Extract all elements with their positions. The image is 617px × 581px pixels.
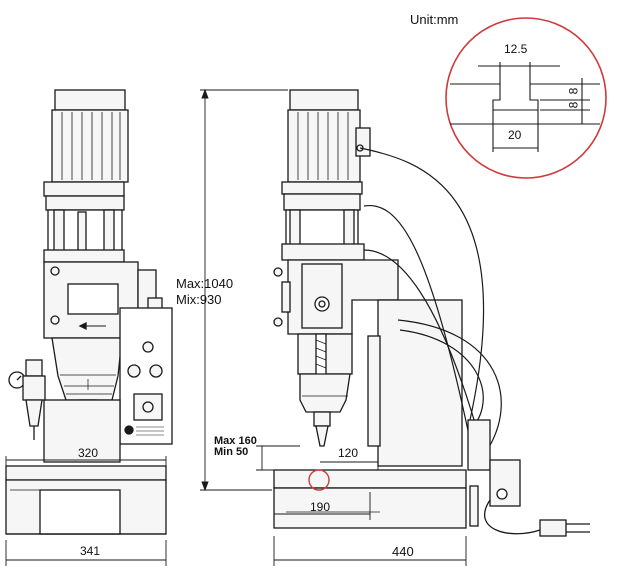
front-base-width: 341 — [80, 544, 101, 558]
side-head-plate — [301, 263, 343, 329]
front-motor-flange — [43, 181, 125, 197]
side-spindle-housing — [299, 373, 351, 413]
front-head-window — [67, 283, 119, 315]
side-max-travel: Max 160 — [214, 435, 257, 447]
front-column-width: 320 — [78, 446, 99, 460]
detail-depth-2: 8 — [566, 101, 581, 109]
front-air-regulator — [8, 359, 46, 440]
front-lower-flange — [43, 249, 125, 263]
side-motor — [287, 109, 361, 183]
side-motor-flange — [281, 181, 363, 195]
front-control-panel — [119, 307, 173, 445]
t-slot-profile — [450, 83, 600, 111]
front-view-machine — [5, 89, 173, 535]
front-column-left — [53, 209, 65, 257]
side-column — [377, 299, 463, 467]
side-table — [273, 469, 467, 489]
dimension-lines — [5, 88, 467, 566]
side-motor-cap — [289, 89, 359, 111]
detail-top-width: 12.5 — [504, 42, 528, 56]
height-min-label: Mix:930 — [176, 292, 222, 307]
detail-depth-1: 8 — [566, 87, 581, 95]
slot-callout-circle — [308, 469, 330, 491]
side-min-travel: Min 50 — [214, 446, 249, 458]
detail-bottom-width: 20 — [508, 128, 522, 142]
front-motor-cap — [54, 89, 126, 111]
side-view-machine — [273, 89, 590, 537]
front-motor — [51, 109, 129, 183]
side-base-depth: 440 — [392, 544, 414, 559]
side-plug — [539, 519, 567, 537]
front-lower-column — [43, 399, 121, 463]
unit-label: Unit:mm — [410, 12, 459, 27]
front-upper-flange — [45, 195, 125, 211]
detail-circle — [445, 17, 607, 179]
front-spindle-housing — [51, 337, 123, 401]
side-valve-block — [467, 419, 491, 471]
height-max-label: Max:1040 — [176, 276, 234, 291]
side-slot-distance: 190 — [310, 500, 331, 514]
t-slot-detail — [445, 17, 607, 179]
side-slot-offset: 120 — [338, 446, 359, 460]
front-column-right — [103, 209, 115, 257]
front-table — [5, 465, 167, 481]
